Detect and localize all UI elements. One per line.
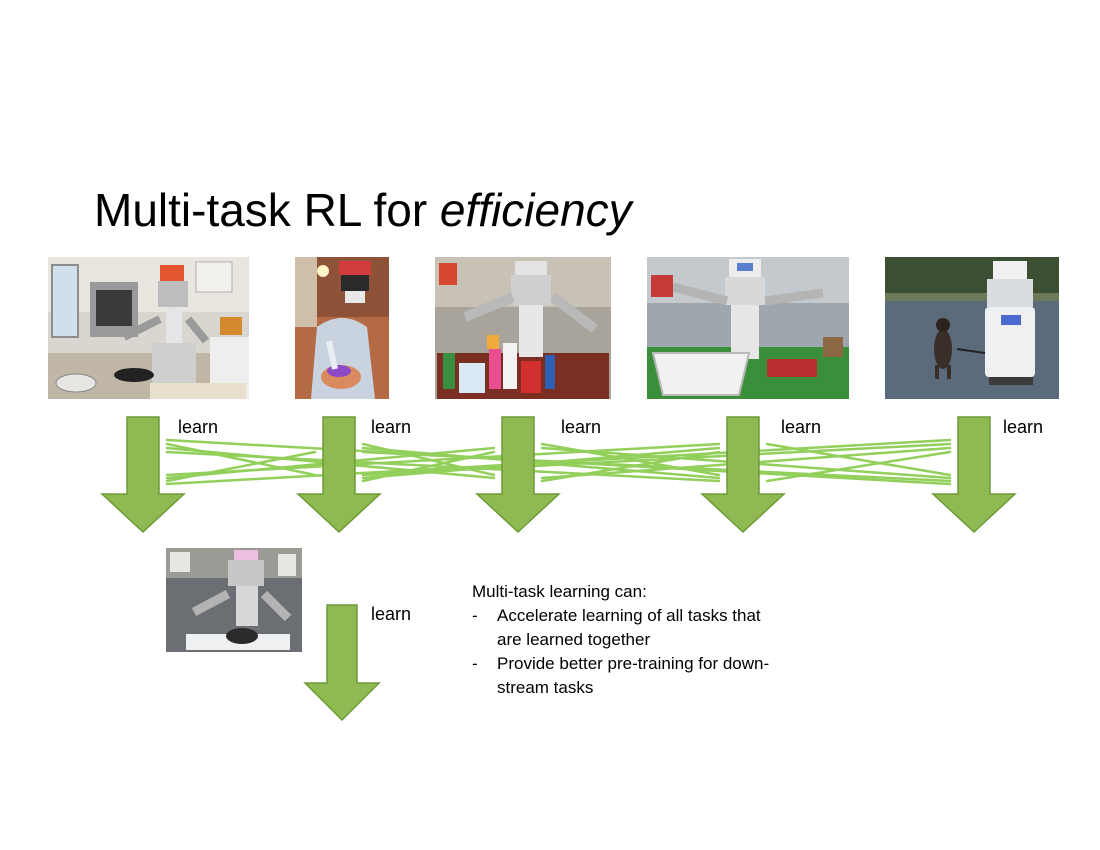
notes-heading: Multi-task learning can:: [472, 582, 647, 601]
transfer-link: [361, 442, 952, 477]
learn-label-4: learn: [781, 417, 822, 437]
learn-label-1: learn: [178, 417, 219, 437]
downstream-learn-label: learn: [371, 604, 412, 624]
learn-arrow-2: [296, 416, 382, 534]
learn-label-2: learn: [371, 417, 412, 437]
learn-label-3: learn: [561, 417, 602, 437]
title-text: Multi-task RL for: [94, 184, 440, 236]
learn-label-5: learn: [1003, 417, 1044, 437]
transfer-link: [165, 442, 721, 477]
slide-title: Multi-task RL for efficiency: [94, 180, 632, 240]
learn-arrow-1: [100, 416, 186, 534]
notes-point-2: Provide better pre-training for down-str…: [472, 652, 787, 700]
transfer-link: [165, 450, 721, 483]
title-emphasis: efficiency: [439, 184, 632, 236]
multitask-notes: Multi-task learning can: Accelerate lear…: [472, 580, 787, 700]
transfer-link: [165, 438, 952, 486]
pr2-new-task-photo: [166, 548, 302, 652]
notes-list: Accelerate learning of all tasks that ar…: [472, 604, 787, 700]
notes-point-1: Accelerate learning of all tasks that ar…: [472, 604, 787, 652]
learn-arrow-3: [475, 416, 561, 534]
pr2-bottles-photo: [435, 257, 611, 399]
learn-arrow-5: [931, 416, 1017, 534]
learn-arrow-4: [700, 416, 786, 534]
transfer-link: [361, 450, 952, 483]
downstream-learn-arrow: [303, 604, 381, 722]
pr2-laundry-basket-photo: [647, 257, 849, 399]
pr2-walking-dog-photo: [885, 257, 1059, 399]
transfer-link: [765, 450, 952, 483]
pr2-cooking-photo: [48, 257, 249, 399]
pr2-lab-coat-photo: [295, 257, 389, 399]
